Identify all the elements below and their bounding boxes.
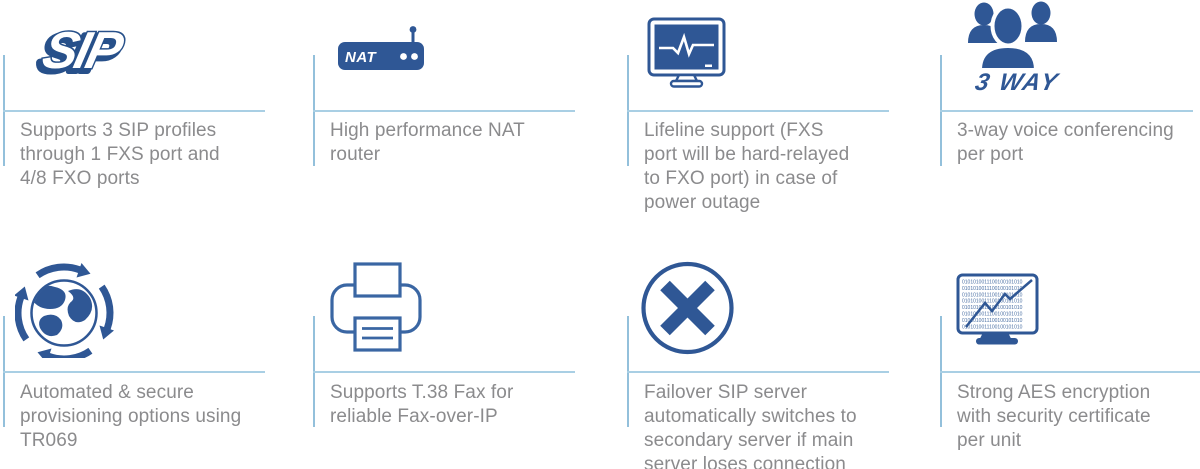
globe-sync-icon (15, 258, 119, 358)
nat-router-icon: NAT (338, 26, 424, 70)
feature-card-provisioning: Automated & secure provisioning options … (3, 235, 283, 469)
feature-description: Automated & secure provisioning options … (20, 382, 242, 451)
svg-text:0101010011100100101010: 0101010011100100101010 (962, 318, 1023, 324)
separator-line (940, 110, 1193, 112)
svg-text:0101010011100100101010: 0101010011100100101010 (962, 312, 1023, 318)
svg-text:0101010011100100101010: 0101010011100100101010 (962, 280, 1023, 286)
binary-code-text: 0101010011100100101010 01010100111001001… (962, 280, 1023, 331)
svg-text:0101010011100100101010: 0101010011100100101010 (962, 299, 1023, 305)
feature-description: 3-way voice conferencing per port (957, 120, 1174, 165)
nat-label-text: NAT (345, 49, 378, 66)
fax-printer-icon (330, 262, 422, 352)
separator-line (3, 110, 265, 112)
growth-line (965, 279, 1033, 328)
separator-line (940, 371, 1200, 373)
feature-card-sip: SIP SIP Supports 3 SIP profiles through … (3, 0, 283, 234)
separator-line (627, 371, 889, 373)
three-way-label: 3 WAY (973, 69, 1063, 96)
three-people-icon: 3 WAY (968, 1, 1063, 96)
feature-description: Supports T.38 Fax for reliable Fax-over-… (330, 382, 514, 427)
feature-card-lifeline: Lifeline support (FXS port will be hard-… (627, 0, 907, 234)
svg-text:SIP: SIP (34, 25, 126, 80)
separator-line (313, 371, 575, 373)
feature-card-3way: 3 WAY 3-way voice conferencing per port (940, 0, 1200, 234)
separator-line (627, 110, 889, 112)
feature-card-encryption: 0101010011100100101010 01010100111001001… (940, 235, 1200, 469)
x-circle-icon (641, 261, 734, 355)
binary-monitor-icon: 0101010011100100101010 01010100111001001… (956, 273, 1039, 345)
feature-card-failover: Failover SIP server automatically switch… (627, 235, 907, 469)
sip-logo-text: SIP (37, 22, 129, 80)
heartbeat-monitor-icon (647, 17, 726, 88)
feature-description: Strong AES encryption with security cert… (957, 382, 1151, 451)
svg-text:0101010011100100101010: 0101010011100100101010 (962, 286, 1023, 292)
svg-text:0101010011100100101010: 0101010011100100101010 (962, 324, 1023, 330)
feature-card-fax: Supports T.38 Fax for reliable Fax-over-… (313, 235, 593, 469)
svg-text:0101010011100100101010: 0101010011100100101010 (962, 292, 1023, 298)
feature-description: Supports 3 SIP profiles through 1 FXS po… (20, 120, 220, 189)
feature-description: Lifeline support (FXS port will be hard-… (644, 120, 850, 213)
separator-line (3, 371, 265, 373)
feature-description: Failover SIP server automatically switch… (644, 382, 857, 469)
feature-card-nat: NAT High performance NAT router (313, 0, 593, 234)
separator-line (313, 110, 575, 112)
svg-text:0101010011100100101010: 0101010011100100101010 (962, 305, 1023, 311)
sip-logo: SIP SIP (31, 20, 131, 80)
feature-description: High performance NAT router (330, 120, 525, 165)
